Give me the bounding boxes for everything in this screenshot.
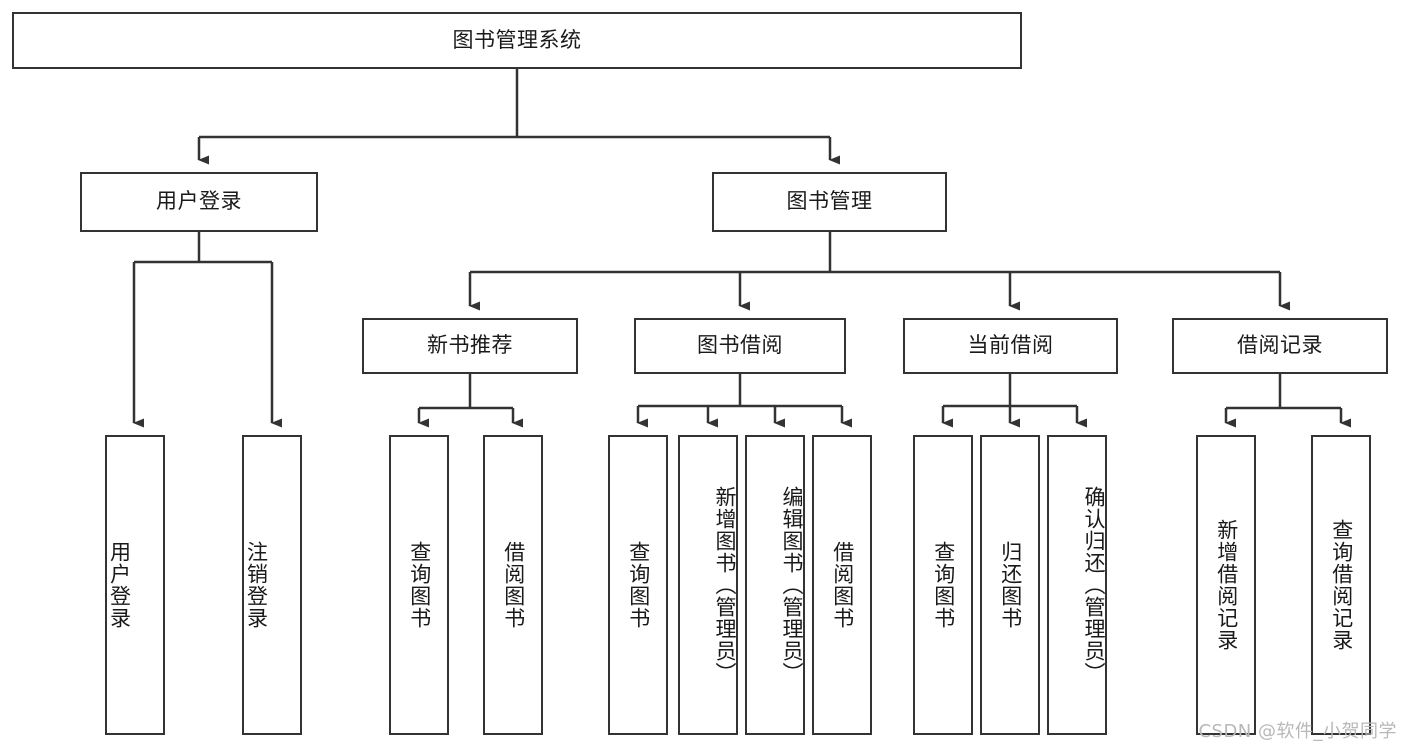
node-root-label: 图书管理系统	[452, 27, 582, 52]
leaf-nb-borrow-books[interactable]: 借阅图书	[483, 435, 543, 735]
node-borrow-record[interactable]: 借阅记录	[1172, 318, 1388, 374]
leaf-br-query-record-label: 查询借阅记录	[1329, 519, 1354, 651]
leaf-cb-return-books-label: 归还图书	[998, 541, 1023, 629]
leaf-nb-borrow-books-label: 借阅图书	[501, 541, 526, 629]
leaf-bb-query-books[interactable]: 查询图书	[608, 435, 668, 735]
node-current-borrow-label: 当前借阅	[967, 333, 1054, 358]
node-user-login-label: 用户登录	[156, 189, 242, 214]
leaf-bb-borrow-books[interactable]: 借阅图书	[812, 435, 872, 735]
leaf-bb-add-book-admin[interactable]: 新增图书（管理员）	[678, 435, 738, 735]
node-book-management-label: 图书管理	[786, 189, 873, 214]
node-book-borrow[interactable]: 图书借阅	[634, 318, 846, 374]
watermark: CSDN @软件_小贺同学	[1198, 721, 1397, 742]
leaf-nb-query-books[interactable]: 查询图书	[389, 435, 449, 735]
node-book-management[interactable]: 图书管理	[712, 172, 947, 232]
leaf-cb-return-books[interactable]: 归还图书	[980, 435, 1040, 735]
leaf-logout[interactable]: 注销登录	[242, 435, 302, 735]
leaf-user-login-label: 用户登录	[107, 541, 132, 629]
node-current-borrow[interactable]: 当前借阅	[903, 318, 1118, 374]
leaf-logout-label: 注销登录	[244, 541, 269, 629]
leaf-bb-edit-book-admin[interactable]: 编辑图书（管理员）	[745, 435, 805, 735]
node-new-book-recommend-label: 新书推荐	[427, 333, 513, 358]
node-new-book-recommend[interactable]: 新书推荐	[362, 318, 578, 374]
leaf-bb-add-book-admin-label: 新增图书（管理员）	[713, 486, 737, 684]
leaf-user-login[interactable]: 用户登录	[105, 435, 165, 735]
node-user-login[interactable]: 用户登录	[80, 172, 318, 232]
leaf-cb-confirm-return-admin-label: 确认归还（管理员）	[1082, 486, 1106, 684]
leaf-br-query-record[interactable]: 查询借阅记录	[1311, 435, 1371, 735]
leaf-br-add-record[interactable]: 新增借阅记录	[1196, 435, 1256, 735]
leaf-bb-query-books-label: 查询图书	[626, 541, 651, 629]
leaf-nb-query-books-label: 查询图书	[407, 541, 432, 629]
node-book-borrow-label: 图书借阅	[697, 333, 783, 358]
leaf-cb-query-books-label: 查询图书	[931, 541, 956, 629]
leaf-cb-confirm-return-admin[interactable]: 确认归还（管理员）	[1047, 435, 1107, 735]
leaf-bb-edit-book-admin-label: 编辑图书（管理员）	[780, 486, 804, 684]
node-root[interactable]: 图书管理系统	[12, 12, 1022, 69]
node-borrow-record-label: 借阅记录	[1237, 333, 1323, 358]
leaf-cb-query-books[interactable]: 查询图书	[913, 435, 973, 735]
leaf-bb-borrow-books-label: 借阅图书	[830, 541, 855, 629]
leaf-br-add-record-label: 新增借阅记录	[1214, 519, 1239, 651]
